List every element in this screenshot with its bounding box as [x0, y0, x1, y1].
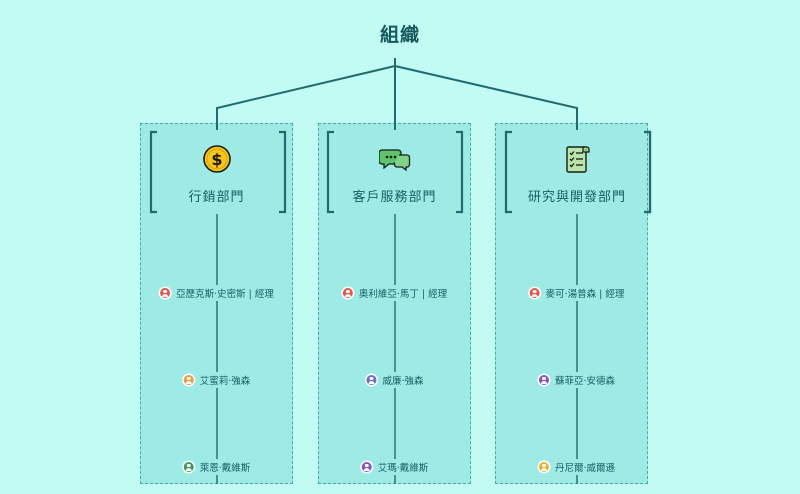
root-connector [394, 65, 578, 128]
root-connector [216, 58, 396, 128]
member-label: 麥可·湯普森 | 經理 [545, 289, 625, 300]
chat-bubbles-icon [379, 149, 411, 172]
department-panel-customer-service [318, 123, 471, 484]
person-avatar-icon [366, 375, 377, 385]
member-label: 丹尼爾·威爾遜 [554, 463, 616, 474]
checklist-document-icon [566, 146, 590, 173]
chart-title: 組織 [379, 24, 420, 46]
member-item: 蘇菲亞·安德森 [535, 372, 619, 388]
member-label: 艾蜜莉·強森 [199, 376, 251, 387]
member-item: 艾蜜莉·強森 [180, 372, 254, 388]
person-avatar-icon [160, 288, 171, 298]
department-title-customer-service: 客戶服務部門 [352, 190, 437, 205]
member-label: 威廉·強森 [382, 376, 424, 387]
svg-text:$: $ [211, 150, 222, 169]
member-item: 奧利維亞·馬丁 | 經理 [339, 285, 451, 301]
member-label: 艾瑪·戴維斯 [377, 463, 429, 474]
member-item: 丹尼爾·威爾遜 [535, 459, 619, 475]
member-item: 艾瑪·戴維斯 [358, 459, 432, 475]
department-panel-rnd [495, 123, 648, 484]
person-avatar-icon [342, 288, 353, 298]
person-avatar-icon [361, 462, 372, 472]
person-avatar-icon [183, 462, 194, 472]
member-label: 奧利維亞·馬丁 | 經理 [358, 289, 448, 300]
member-item: 麥可·湯普森 | 經理 [526, 285, 628, 301]
member-item: 亞歷克斯·史密斯 | 經理 [157, 285, 277, 301]
person-avatar-icon [538, 462, 549, 472]
member-item: 威廉·強森 [363, 372, 427, 388]
member-label: 萊恩·戴維斯 [199, 463, 251, 474]
member-label: 蘇菲亞·安德森 [554, 376, 616, 387]
department-panel-marketing [140, 123, 293, 484]
dollar-coin-icon: $ [203, 145, 231, 173]
person-avatar-icon [183, 375, 194, 385]
member-label: 亞歷克斯·史密斯 | 經理 [176, 289, 274, 300]
member-item: 萊恩·戴維斯 [180, 459, 254, 475]
person-avatar-icon [538, 375, 549, 385]
person-avatar-icon [529, 288, 540, 298]
department-title-rnd: 研究與開發部門 [527, 190, 626, 205]
department-title-marketing: 行銷部門 [188, 190, 245, 205]
